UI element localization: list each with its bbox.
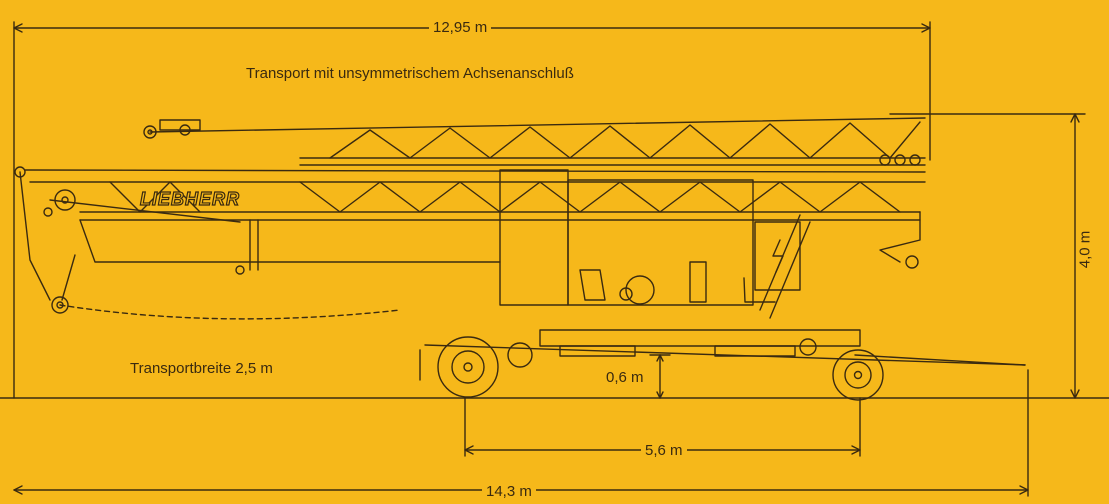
transport-width-label: Transportbreite 2,5 m — [130, 360, 273, 377]
dim-line-14-3 — [13, 369, 1029, 497]
mast-block — [499, 169, 754, 306]
dimension-total-length-top: 12,95 m — [429, 20, 492, 35]
electrical-box — [743, 214, 811, 319]
diagram-title: Transport mit unsymmetrischem Achsenansc… — [246, 65, 574, 82]
dim-line-0-6 — [649, 354, 671, 399]
dimension-height: 4,0 m — [1076, 226, 1093, 273]
dimension-total-length-bottom: 14,3 m — [482, 484, 536, 499]
upper-jib — [143, 117, 926, 166]
jib-tip-right — [879, 211, 921, 269]
undercarriage — [419, 329, 1026, 381]
brand-logo: LIEBHERR — [139, 189, 241, 209]
dimension-ground-clearance: 0,6 m — [606, 369, 644, 386]
dimension-axle-distance: 5,6 m — [641, 443, 687, 458]
lower-structure — [19, 171, 501, 320]
dim-line-4-0 — [889, 113, 1086, 399]
wheel-front — [437, 336, 533, 398]
wheel-rear — [799, 338, 884, 401]
